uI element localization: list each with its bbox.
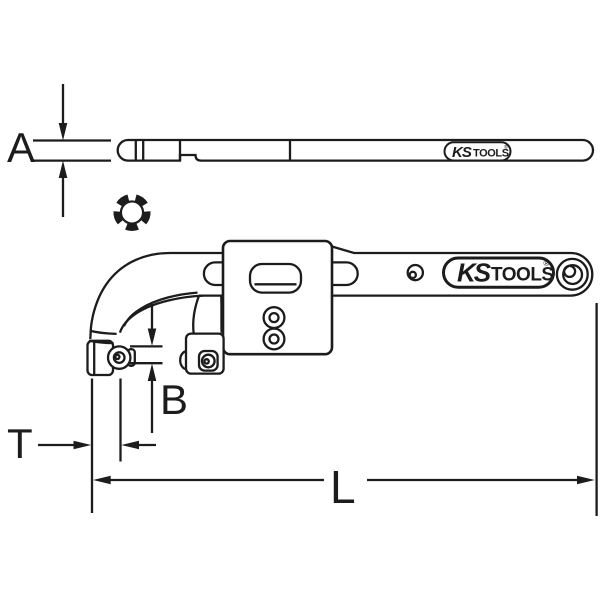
rivet-bottom-inner	[268, 333, 280, 345]
dim-a-label: A	[7, 124, 35, 171]
adjust-slot-left-cap	[202, 261, 223, 287]
ring-chamfer	[562, 264, 577, 279]
logo-ks-text: KS	[457, 258, 492, 288]
logo-ks-text-side: KS	[452, 144, 472, 161]
hook-tip	[86, 329, 136, 377]
dim-a-arrow-up	[58, 160, 68, 178]
wrist-joint-line-1	[89, 329, 117, 336]
plate-slot	[248, 262, 303, 294]
logo-tools-text-side: TOOLS	[473, 148, 509, 160]
fixed-jaw	[179, 332, 225, 375]
arm-inner-face-line	[122, 291, 198, 327]
dim-l-arrow-left	[93, 475, 111, 485]
slider-plate	[221, 239, 334, 356]
side-view-outline	[116, 138, 595, 162]
plate-outline	[221, 239, 334, 356]
rivet-bottom-outer	[262, 327, 286, 351]
dimension-t: T	[7, 378, 156, 513]
handle-small-hole-pin	[408, 270, 418, 280]
ring-tab-2	[140, 211, 151, 225]
hook-pin-dot	[114, 353, 121, 361]
hook-arm	[89, 251, 204, 340]
ring-tab-1	[134, 194, 148, 207]
handle-small-hole	[406, 263, 425, 282]
ks-tools-logo-front: KS TOOLS ®	[442, 256, 555, 289]
hanging-hole-ring	[555, 257, 589, 291]
dim-t-label: T	[7, 420, 33, 467]
dimension-b: B	[130, 304, 188, 433]
castellated-ring-view	[113, 194, 151, 231]
ring-outer	[555, 257, 589, 291]
dim-a-arrow-down	[58, 123, 68, 141]
dim-t-arrow-left	[121, 440, 139, 450]
arm-inner-curve	[118, 294, 204, 334]
dim-b-arrow-up	[147, 363, 157, 381]
registered-mark-side: ®	[504, 144, 508, 151]
adjust-slot-right-cap	[332, 261, 359, 287]
front-view: KS TOOLS ®	[86, 239, 594, 377]
dim-t-arrow-right	[73, 440, 92, 450]
jaw-bracket	[192, 295, 223, 333]
side-view: KS TOOLS ®	[116, 138, 595, 162]
jaw-insert	[197, 349, 219, 372]
bracket-left-edge	[192, 295, 201, 333]
ring-tab-4	[113, 211, 124, 225]
jaw-pin-outer	[200, 353, 216, 369]
dimension-a: A	[7, 84, 111, 217]
dim-l-label: L	[330, 461, 356, 513]
arm-outer-curve	[89, 251, 173, 340]
handle: KS TOOLS ®	[172, 245, 594, 297]
dim-b-arrow-down	[147, 328, 157, 346]
jaw-pin-dot	[203, 358, 210, 365]
wrist-joint-line-2	[88, 339, 114, 345]
jaw-pin-bulge	[179, 350, 187, 371]
ks-tools-logo-side: KS TOOLS ®	[443, 141, 512, 162]
rivet-top-outer	[262, 306, 286, 330]
ring-mid	[562, 264, 584, 286]
registered-mark: ®	[544, 259, 550, 268]
rivet-top-inner	[268, 311, 280, 324]
dim-l-arrow-right	[577, 475, 595, 485]
dim-b-label: B	[160, 376, 188, 423]
ring-tab-3	[125, 222, 139, 231]
ring-tabs	[113, 194, 151, 231]
hook-pin-mid	[112, 351, 126, 365]
ring-inner-circle	[119, 200, 145, 225]
bar-top-right-edge	[331, 245, 594, 297]
dimension-l: L	[93, 303, 598, 516]
logo-tools-text: TOOLS	[491, 265, 554, 286]
ring-tab-5	[116, 194, 130, 207]
